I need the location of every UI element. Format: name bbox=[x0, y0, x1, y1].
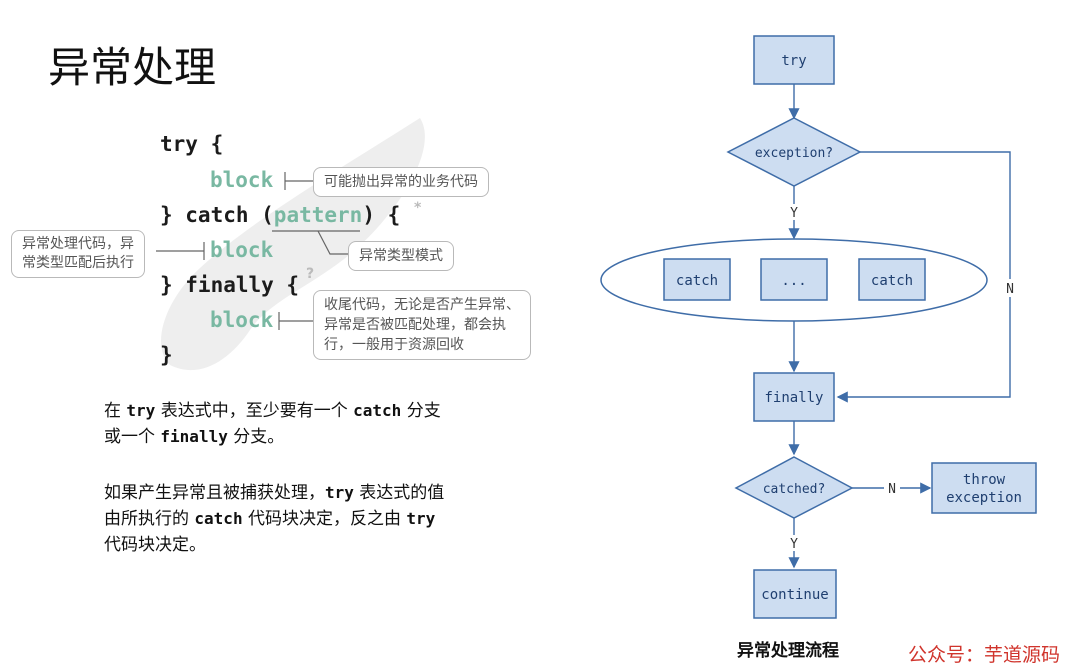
label-n2: N bbox=[888, 482, 896, 497]
node-continue bbox=[753, 569, 837, 619]
star-mark: * bbox=[414, 200, 422, 216]
node-catched-label: catched? bbox=[763, 482, 826, 497]
p1-code-try: try bbox=[126, 401, 156, 420]
node-catch-2 bbox=[858, 258, 926, 301]
p1-text3: 分支 bbox=[401, 401, 441, 421]
paragraph-rule: 在 try 表达式中，至少要有一个 catch 分支 或一个 finally 分… bbox=[104, 398, 534, 450]
p2-text4: 代码块决定，反之由 bbox=[242, 509, 407, 529]
node-catched bbox=[734, 456, 854, 519]
callout-finally-line3: 行，一般用于资源回收 bbox=[324, 337, 464, 353]
code-finally-block: block bbox=[210, 308, 274, 332]
label-y2: Y bbox=[790, 537, 798, 552]
node-exception bbox=[726, 117, 862, 187]
node-try-label: try bbox=[781, 53, 806, 69]
node-catch-1 bbox=[663, 258, 731, 301]
p1-text2: 表达式中，至少要有一个 bbox=[155, 401, 354, 421]
code-try-line: try { bbox=[160, 132, 224, 156]
callout-pattern: 异常类型模式 bbox=[348, 241, 454, 271]
callout-finally-line1: 收尾代码，无论是否产生异常、 bbox=[324, 297, 520, 313]
p2-text5: 代码块决定。 bbox=[104, 535, 206, 555]
p2-text1: 如果产生异常且被捕获处理， bbox=[104, 483, 325, 503]
code-catch-block: block bbox=[210, 238, 274, 262]
code-pattern: pattern bbox=[273, 203, 363, 227]
p2-code-try2: try bbox=[406, 509, 436, 528]
label-n1: N bbox=[1006, 282, 1014, 297]
node-continue-label: continue bbox=[761, 587, 828, 603]
p2-text3: 由所执行的 bbox=[104, 509, 195, 529]
node-try bbox=[753, 35, 835, 85]
node-catch-1-label: catch bbox=[676, 273, 718, 289]
p1-code-finally: finally bbox=[160, 427, 228, 446]
node-catch-2-label: catch bbox=[871, 273, 913, 289]
paragraph-value: 如果产生异常且被捕获处理，try 表达式的值 由所执行的 catch 代码块决定… bbox=[104, 480, 534, 558]
node-throw-exception bbox=[931, 462, 1037, 514]
node-exception-label: exception? bbox=[755, 146, 833, 161]
p2-text2: 表达式的值 bbox=[353, 483, 445, 503]
code-finally-line: } finally { bbox=[160, 273, 300, 297]
callout-catch-line1: 异常处理代码，异 bbox=[22, 236, 134, 252]
node-finally bbox=[753, 372, 835, 422]
callout-finally-line2: 异常是否被匹配处理，都会执 bbox=[324, 317, 506, 333]
node-throw-line1: throw bbox=[963, 472, 1006, 488]
code-catch-open: } catch ( bbox=[160, 203, 274, 227]
p2-code-try: try bbox=[325, 483, 354, 502]
callout-try-block: 可能抛出异常的业务代码 bbox=[313, 167, 489, 197]
page-title: 异常处理 bbox=[48, 43, 217, 92]
p1-text5: 分支。 bbox=[227, 427, 285, 447]
node-catch-more-label: ... bbox=[781, 273, 806, 289]
watermark: 公众号：芋道源码 bbox=[908, 644, 1061, 666]
question-mark: ? bbox=[306, 266, 315, 282]
node-catch-more bbox=[760, 258, 828, 301]
p1-text4: 或一个 bbox=[104, 427, 161, 447]
code-try-block: block bbox=[210, 168, 274, 192]
node-throw-line2: exception bbox=[946, 490, 1022, 506]
callout-catch-line2: 常类型匹配后执行 bbox=[22, 255, 134, 271]
callout-catch-block: 异常处理代码，异 常类型匹配后执行 bbox=[11, 230, 145, 278]
code-catch-close: ) { bbox=[362, 203, 401, 227]
node-finally-label: finally bbox=[764, 390, 823, 406]
callout-finally-block: 收尾代码，无论是否产生异常、 异常是否被匹配处理，都会执 行，一般用于资源回收 bbox=[313, 290, 531, 360]
flowchart-caption: 异常处理流程 bbox=[737, 641, 839, 661]
label-y1: Y bbox=[790, 206, 798, 221]
p2-code-catch: catch bbox=[194, 509, 243, 528]
code-catch-line: } catch (pattern) { bbox=[160, 203, 400, 227]
code-close-brace: } bbox=[160, 343, 173, 367]
edge-exception-no bbox=[836, 151, 1011, 403]
p1-code-catch: catch bbox=[353, 401, 402, 420]
p1-text1: 在 bbox=[104, 401, 127, 421]
